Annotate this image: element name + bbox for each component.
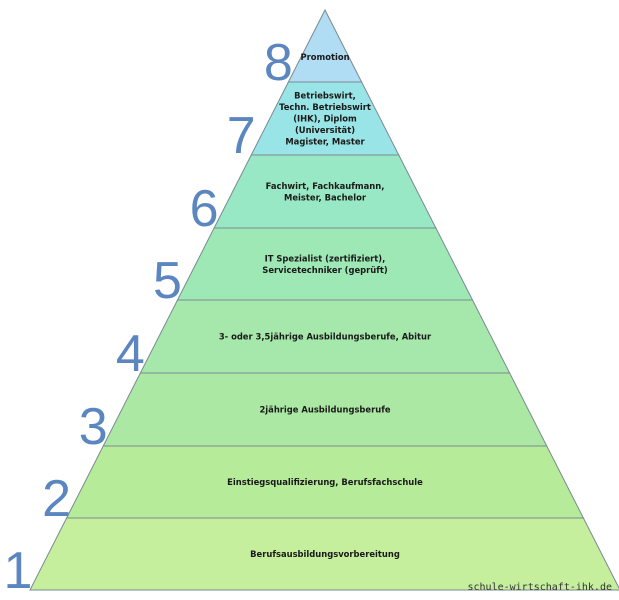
level-number-3: 3	[79, 398, 108, 456]
level-label-1: Berufsausbildungsvorbereitung	[250, 549, 400, 559]
level-label-7: Betriebswirt,Techn. Betriebswirt (IHK), D…	[279, 91, 371, 147]
level-label-line: 3- oder 3,5jährige Ausbildungsberufe, Ab…	[219, 332, 432, 342]
pyramid-levels	[29, 8, 619, 591]
level-label-line: Promotion	[300, 52, 349, 62]
level-label-line: (Universität)	[295, 125, 355, 135]
level-number-4: 4	[116, 325, 145, 383]
level-label-line: Einstiegsqualifizierung, Berufsfachschul…	[227, 477, 423, 487]
level-label-line: Servicetechniker (geprüft)	[262, 265, 388, 275]
level-number-7: 7	[227, 107, 256, 165]
level-label-4: 3- oder 3,5jährige Ausbildungsberufe, Ab…	[219, 332, 432, 342]
level-number-5: 5	[153, 252, 182, 310]
level-label-line: IT Spezialist (zertifiziert),	[265, 253, 386, 263]
level-label-6: Fachwirt, Fachkaufmann,Meister, Bachelor	[266, 181, 385, 203]
watermark: schule-wirtschaft-ihk.de	[468, 582, 613, 593]
level-label-line: Berufsausbildungsvorbereitung	[250, 549, 400, 559]
level-label-8: Promotion	[300, 52, 349, 62]
level-number-2: 2	[42, 470, 71, 528]
level-label-line: Fachwirt, Fachkaufmann,	[266, 181, 385, 191]
pyramid-level-8	[287, 8, 363, 83]
level-label-5: IT Spezialist (zertifiziert), Servicetech…	[262, 253, 388, 275]
level-number-6: 6	[190, 180, 219, 238]
level-label-line: Techn. Betriebswirt	[279, 102, 371, 112]
level-labels: Berufsausbildungsvorbereitung Einstiegsqu…	[219, 52, 432, 559]
level-number-8: 8	[264, 34, 293, 92]
level-label-2: Einstiegsqualifizierung, Berufsfachschul…	[227, 477, 423, 487]
level-label-line: Magister, Master	[285, 137, 365, 147]
level-label-line: (IHK), Diplom	[293, 114, 357, 124]
level-number-1: 1	[4, 542, 33, 600]
level-label-line: Meister, Bachelor	[284, 192, 367, 202]
level-label-3: 2jährige Ausbildungsberufe	[259, 405, 390, 415]
level-label-line: 2jährige Ausbildungsberufe	[259, 405, 390, 415]
level-label-line: Betriebswirt,	[294, 91, 356, 101]
